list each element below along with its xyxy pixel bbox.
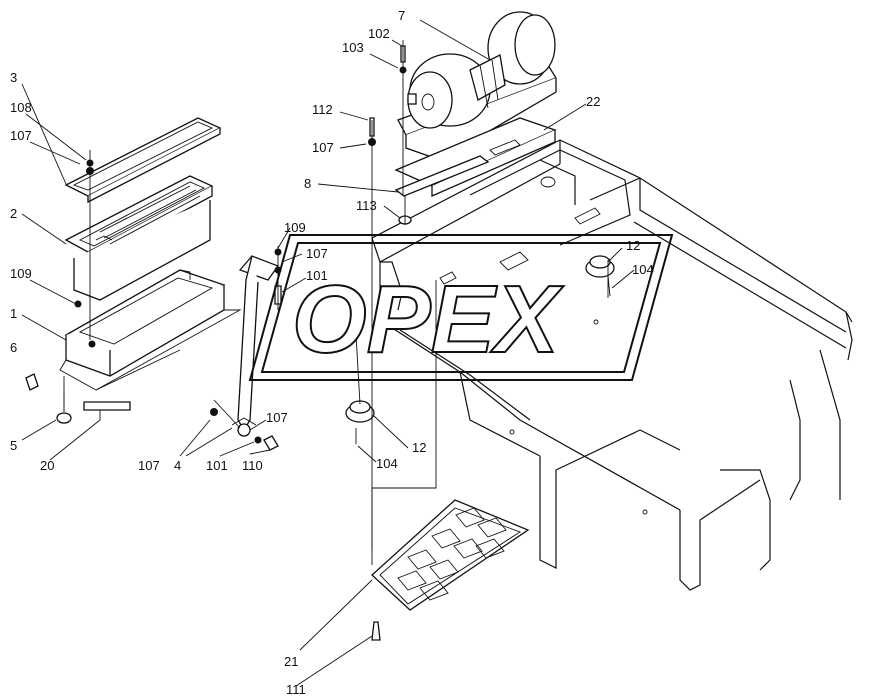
watermark-text: OPEX bbox=[292, 266, 564, 373]
callout-104: 104 bbox=[376, 456, 398, 471]
callout-21: 21 bbox=[284, 654, 298, 669]
callout-110: 110 bbox=[242, 458, 263, 473]
callout-102: 102 bbox=[368, 26, 390, 41]
callout-107: 107 bbox=[306, 246, 328, 261]
callout-101: 101 bbox=[306, 268, 328, 283]
callout-5: 5 bbox=[10, 438, 17, 453]
callout-2: 2 bbox=[10, 206, 17, 221]
callout-20: 20 bbox=[40, 458, 54, 473]
filter-frame bbox=[64, 117, 222, 204]
duct-arm bbox=[231, 255, 280, 437]
callout-3: 3 bbox=[10, 70, 17, 85]
callout-7: 7 bbox=[398, 8, 405, 23]
leader-lines bbox=[21, 19, 635, 687]
mounting-plate bbox=[394, 117, 557, 197]
callout-108: 108 bbox=[10, 100, 32, 115]
callout-12: 12 bbox=[626, 238, 640, 253]
callout-8: 8 bbox=[304, 176, 311, 191]
assembly-lines bbox=[63, 40, 609, 565]
filter-housing bbox=[59, 269, 242, 411]
callout-112: 112 bbox=[312, 102, 333, 117]
callout-4: 4 bbox=[174, 458, 181, 473]
callout-12: 12 bbox=[412, 440, 426, 455]
watermark: OPEX bbox=[248, 234, 674, 381]
callout-107: 107 bbox=[312, 140, 334, 155]
callout-107: 107 bbox=[138, 458, 160, 473]
callout-104: 104 bbox=[632, 262, 654, 277]
air-filter bbox=[64, 175, 214, 301]
callout-103: 103 bbox=[342, 40, 364, 55]
callout-6: 6 bbox=[10, 340, 17, 355]
callout-1: 1 bbox=[10, 306, 17, 321]
callout-109: 109 bbox=[284, 220, 306, 235]
callout-101: 101 bbox=[206, 458, 228, 473]
callout-113: 113 bbox=[356, 198, 377, 213]
callout-109: 109 bbox=[10, 266, 32, 281]
callout-labels: 3 108 107 2 109 1 6 5 20 107 4 101 110 1… bbox=[10, 8, 654, 697]
callout-111: 111 bbox=[286, 682, 306, 697]
callout-107: 107 bbox=[10, 128, 32, 143]
blower-motor bbox=[397, 11, 557, 161]
callout-107: 107 bbox=[266, 410, 288, 425]
control-panel bbox=[371, 499, 530, 641]
callout-22: 22 bbox=[586, 94, 600, 109]
